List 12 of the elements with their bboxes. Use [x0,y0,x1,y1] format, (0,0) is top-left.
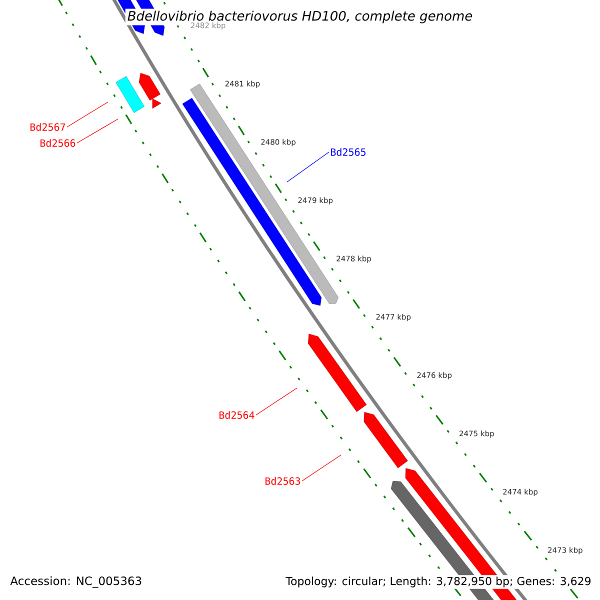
leader-line [66,102,108,128]
gene-label: Bd2564 [220,411,254,419]
leader-line [76,118,118,144]
gene-label: Bd2567 [30,123,66,131]
gene-label: Bd2566 [40,139,76,147]
leader-line [256,388,298,416]
accession-text: Accession: NC_005363 [10,576,142,588]
gene-label: Bd2565 [331,148,366,156]
gene-label: Bd2563 [266,477,300,485]
genome-info-text: Topology: circular; Length: 3,782,950 bp; Genes: 3,629 [284,575,593,589]
leader-line [302,454,342,482]
leader-line [286,152,330,182]
